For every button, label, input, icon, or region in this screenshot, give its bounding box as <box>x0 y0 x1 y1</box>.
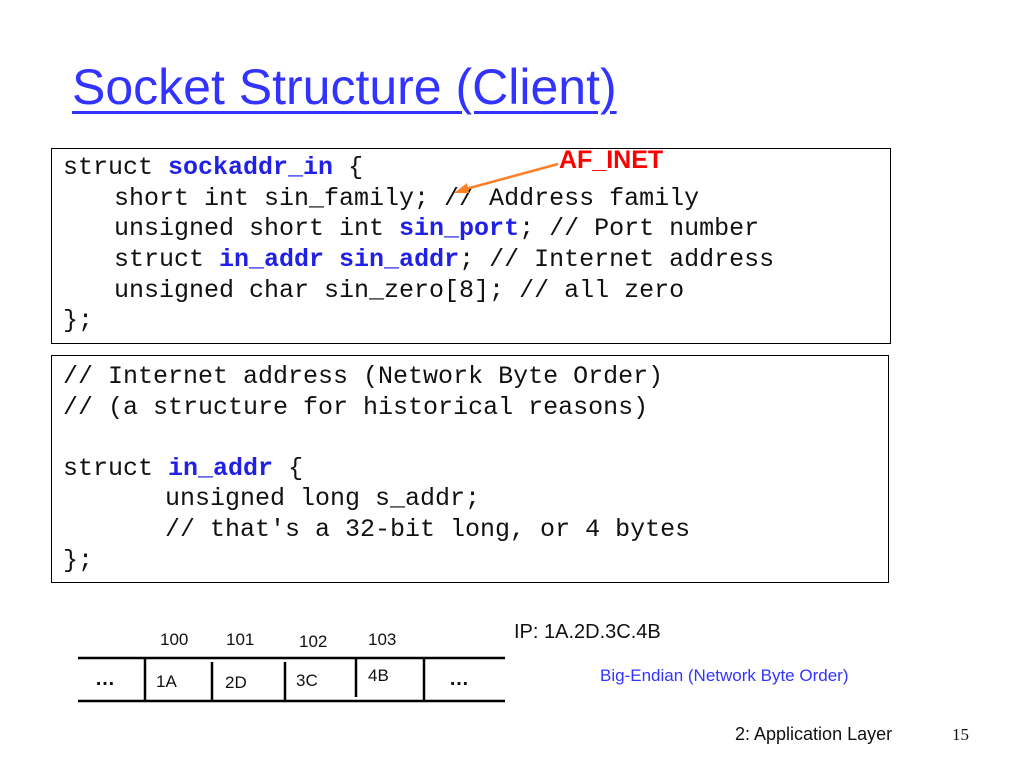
code-line: // that's a 32-bit long, or 4 bytes <box>165 514 691 544</box>
af-inet-annotation: AF_INET <box>559 146 664 174</box>
code-keyword: in_addr <box>168 453 274 483</box>
code-line: unsigned short int sin_port; // Port num… <box>63 214 890 245</box>
code-line: unsigned long s_addr; <box>165 484 481 514</box>
memory-address: 103 <box>368 630 397 649</box>
sockaddr-in-code-block: struct sockaddr_in { short int sin_famil… <box>51 148 891 344</box>
code-keyword: in_addr sin_addr <box>219 245 460 275</box>
memory-cell: 3C <box>296 671 318 690</box>
code-text: unsigned short int <box>114 214 400 244</box>
code-line-blank <box>63 423 888 454</box>
memory-address: 100 <box>160 630 189 649</box>
page-number: 15 <box>952 725 969 744</box>
footer-text: 2: Application Layer <box>735 724 893 744</box>
memory-address: 101 <box>226 630 255 649</box>
memory-cell: 1A <box>156 672 177 691</box>
memory-cell: 2D <box>225 673 247 692</box>
code-line: struct sockaddr_in { <box>63 153 890 184</box>
code-text: struct <box>63 153 169 182</box>
code-text: struct <box>63 453 169 483</box>
ip-label: IP: 1A.2D.3C.4B <box>514 621 661 643</box>
code-keyword: sockaddr_in <box>168 153 334 182</box>
code-text: { <box>333 153 364 182</box>
code-line: short int sin_family; // Address family <box>114 183 700 213</box>
code-line: struct in_addr { <box>63 454 888 485</box>
code-keyword: sin_port <box>399 214 520 244</box>
slide-title: Socket Structure (Client) <box>72 59 617 115</box>
code-line: unsigned char sin_zero[8]; // all zero <box>114 275 685 305</box>
code-line: // Internet address (Network Byte Order) <box>63 362 664 391</box>
code-text: ; // Internet address <box>459 245 775 275</box>
code-line: }; <box>63 545 94 575</box>
code-text: struct <box>114 245 220 275</box>
in-addr-code-block: // Internet address (Network Byte Order)… <box>51 355 889 583</box>
code-line: struct in_addr sin_addr; // Internet add… <box>63 245 890 276</box>
code-text: { <box>273 453 304 483</box>
code-line: }; <box>63 306 94 336</box>
endian-label: Big-Endian (Network Byte Order) <box>600 666 849 685</box>
code-text: ; // Port number <box>519 214 760 244</box>
memory-ellipsis: … <box>95 668 115 690</box>
memory-cell: 4B <box>368 666 389 685</box>
code-line: // (a structure for historical reasons) <box>63 392 649 422</box>
memory-address: 102 <box>299 632 328 651</box>
annotation-arrow-icon <box>454 162 559 193</box>
memory-ellipsis: … <box>449 668 469 690</box>
